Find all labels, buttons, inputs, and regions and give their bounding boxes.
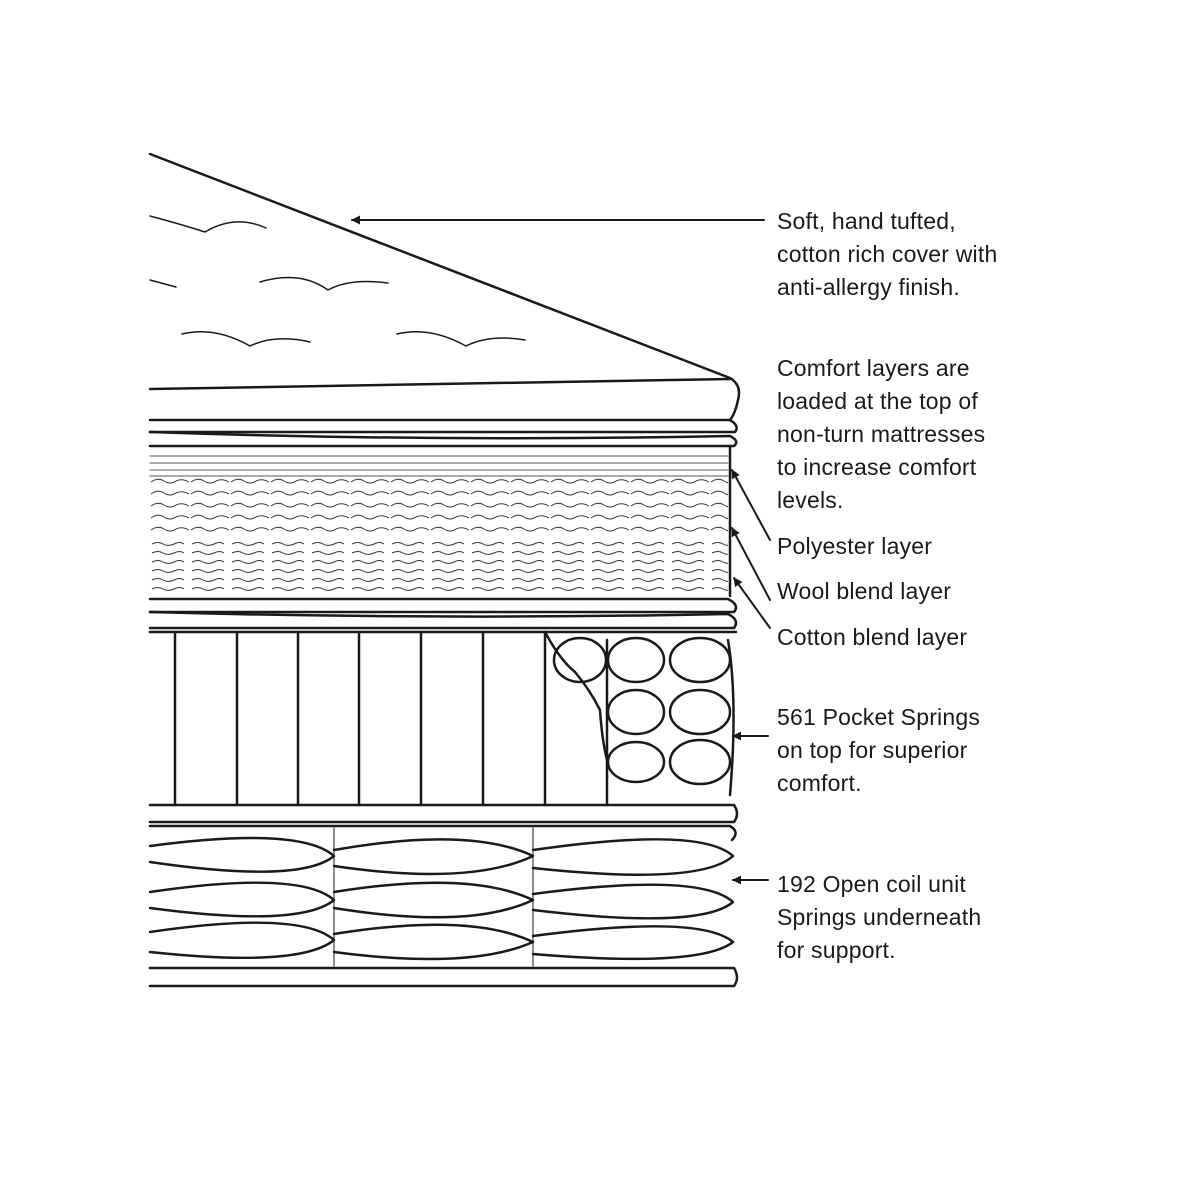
annotation-line: Polyester layer	[777, 533, 933, 559]
pocket-springs	[148, 630, 739, 824]
annotation-open-coil-unit: 192 Open coil unit Springs underneath fo…	[777, 868, 981, 967]
wool-blend-layer	[150, 478, 728, 534]
polyester-layer	[149, 455, 729, 477]
wool-arrow	[731, 527, 771, 601]
annotation-line: Cotton blend layer	[777, 624, 968, 650]
annotation-line: 192 Open coil unit	[777, 871, 967, 897]
annotation-pocket-springs: 561 Pocket Springs on top for superior c…	[777, 701, 980, 800]
annotation-line: non-turn mattresses	[777, 421, 986, 447]
annotation-wool-blend-layer: Wool blend layer	[777, 575, 951, 608]
comfort-bottom-border	[148, 597, 738, 614]
annotation-line: levels.	[777, 487, 844, 513]
annotation-line: Wool blend layer	[777, 578, 952, 604]
top-cover-edge	[148, 152, 741, 422]
annotation-cover: Soft, hand tufted, cotton rich cover wit…	[777, 205, 997, 304]
annotation-polyester-layer: Polyester layer	[777, 530, 932, 563]
annotation-line: for support.	[777, 937, 896, 963]
top-cover-front-line	[148, 377, 732, 391]
annotation-line: loaded at the top of	[777, 388, 978, 414]
cotton-arrow	[733, 577, 771, 629]
cover-border	[148, 418, 738, 434]
open-coil-unit	[148, 824, 739, 988]
annotation-line: Springs underneath	[777, 904, 982, 930]
cotton-blend-layer	[150, 540, 728, 594]
annotation-line: anti-allergy finish.	[777, 274, 960, 300]
annotation-line: 561 Pocket Springs	[777, 704, 981, 730]
annotation-line: to increase comfort	[777, 454, 977, 480]
tufting-marks	[149, 215, 526, 347]
annotation-comfort-layers: Comfort layers are loaded at the top of …	[777, 352, 985, 517]
leader-lines	[351, 215, 771, 885]
annotation-line: Comfort layers are	[777, 355, 970, 381]
annotation-line: comfort.	[777, 770, 862, 796]
cover-border-lower	[148, 430, 738, 448]
polyester-arrow	[731, 469, 771, 541]
annotation-line: Soft, hand tufted,	[777, 208, 956, 234]
annotation-line: on top for superior	[777, 737, 968, 763]
annotation-line: cotton rich cover with	[777, 241, 998, 267]
annotation-cotton-blend-layer: Cotton blend layer	[777, 621, 967, 654]
